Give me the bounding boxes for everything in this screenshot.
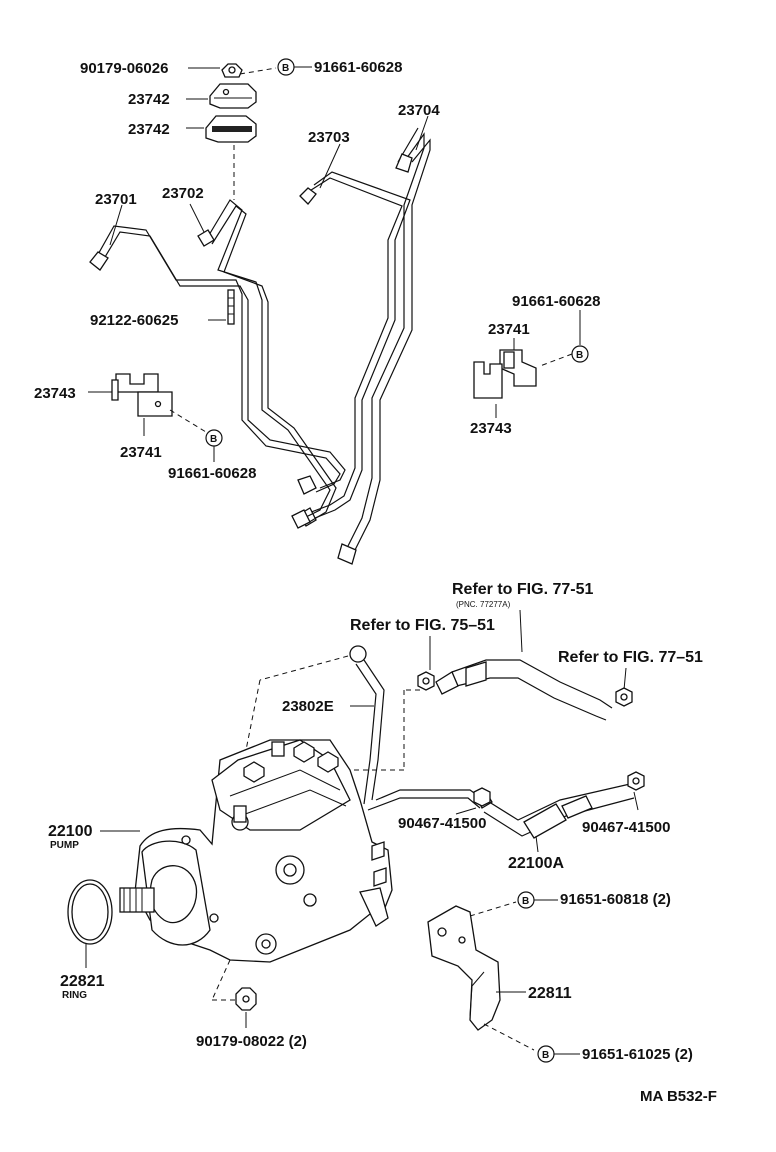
bolt-b-symbol: B (205, 429, 223, 447)
leader-line (189, 203, 205, 233)
part-number-label: 23743 (470, 420, 512, 437)
part-number-label: 23701 (95, 191, 137, 208)
dashed-leader (259, 655, 349, 681)
leader-line (519, 609, 523, 653)
return-hose (435, 659, 613, 721)
part-number-label: 23742 (128, 121, 170, 138)
clamp-23743-left (111, 373, 159, 401)
part-number-label: 23741 (120, 444, 162, 461)
dashed-leader (211, 959, 231, 1001)
part-number-label: 91661-60628 (168, 465, 256, 482)
dashed-leader (469, 901, 517, 917)
leader-line (319, 143, 341, 189)
part-number-label: 91661-60628 (314, 59, 402, 76)
part-number-label: 91651-60818 (2) (560, 891, 671, 908)
part-number-label: 90179-08022 (2) (196, 1033, 307, 1050)
reference-label: Refer to FIG. 77–51 (558, 649, 703, 666)
reference-label: Refer to FIG. 77-51 (452, 581, 593, 598)
dashed-leader (239, 67, 277, 75)
clamp-23742-upper (209, 83, 257, 109)
part-number-label: 23703 (308, 129, 350, 146)
injection-pump-22100 (119, 739, 393, 963)
part-number-label: 91651-61025 (2) (582, 1046, 693, 1063)
dashed-leader (483, 1023, 535, 1051)
part-number-label: 91661-60628 (512, 293, 600, 310)
reference-label: Refer to FIG. 75–51 (350, 617, 495, 634)
part-name-label: RING (62, 990, 87, 1001)
pin-92122-60625 (227, 289, 235, 325)
part-number-label: 90179-06026 (80, 60, 168, 77)
svg-text:B: B (542, 1050, 549, 1061)
clamp-23741-right (499, 349, 537, 387)
part-number-label: 23702 (162, 185, 204, 202)
bolt-b-symbol: B (571, 345, 589, 363)
reference-sub-label: (PNC. 77277A) (456, 600, 511, 609)
leader-line (415, 115, 429, 151)
bracket-22811 (427, 905, 501, 1031)
clamp-23742-lower (205, 115, 257, 143)
part-number-label: 90467-41500 (582, 819, 670, 836)
part-name-label: PUMP (50, 840, 79, 851)
nut-90179-06026 (221, 63, 243, 78)
pipe-23704 (337, 127, 431, 565)
clamp-23743-right (473, 361, 503, 399)
part-number-label: 22821 (60, 973, 105, 990)
svg-text:B: B (576, 350, 583, 361)
diagram-code: MA B532-F (640, 1088, 717, 1105)
bolt-b-symbol: B (537, 1045, 555, 1063)
bolt-b-symbol: B (517, 891, 535, 909)
part-number-label: 22100 (48, 823, 93, 840)
svg-text:B: B (522, 896, 529, 907)
hose-clip-right (615, 687, 633, 707)
part-number-label: 22811 (528, 985, 572, 1002)
pipe-23802e (349, 645, 485, 811)
pipe-23701 (89, 225, 346, 495)
o-ring-22821 (67, 879, 113, 945)
part-number-label: 90467-41500 (398, 815, 486, 832)
part-number-label: 23743 (34, 385, 76, 402)
dashed-leader (169, 409, 207, 433)
leader-line (633, 791, 639, 811)
part-number-label: 23742 (128, 91, 170, 108)
leader-line (623, 667, 627, 691)
clamp-23741-left (137, 391, 173, 417)
leader-line (455, 807, 477, 815)
pipe-23703 (299, 171, 411, 527)
part-number-label: 23741 (488, 321, 530, 338)
hose-clip-far-right (627, 771, 645, 791)
nut-90179-08022 (235, 987, 257, 1011)
hose-clip-left (473, 787, 491, 807)
dashed-leader (539, 353, 573, 367)
part-number-label: 22100A (508, 855, 564, 872)
pipe-23702 (197, 199, 337, 529)
part-number-label: 23704 (398, 102, 440, 119)
leader-line (535, 835, 539, 853)
hose-clip-upper (417, 671, 435, 691)
svg-text:B: B (210, 434, 217, 445)
bolt-b-symbol: B (277, 58, 295, 76)
part-number-label: 92122-60625 (90, 312, 178, 329)
leader-line (109, 204, 123, 246)
svg-text:B: B (282, 63, 289, 74)
part-number-label: 23802E (282, 698, 334, 715)
